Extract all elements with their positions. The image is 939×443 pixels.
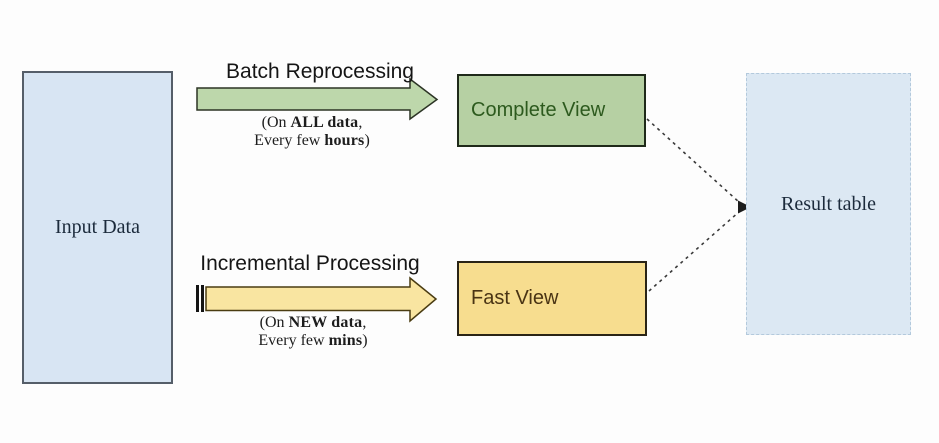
incremental-arrow-start-bar [201,285,204,312]
incremental-flow-note: (On NEW data, Every few mins) [203,314,423,350]
batch-arrow [196,77,439,121]
batch-flow-note: (On ALL data, Every few hours) [200,114,424,150]
fast-to-result-connector [648,210,741,292]
batch-note-line2: Every few hours) [254,132,370,149]
incremental-flow-title: Incremental Processing [200,252,420,275]
incremental-note-line1: (On NEW data, [259,314,367,331]
result-table-box: Result table [746,73,911,335]
batch-note-line1: (On ALL data, [261,114,363,131]
incremental-arrow-start-bar [196,285,199,312]
complete-to-result-connector [646,118,741,204]
incremental-note-line2: Every few mins) [258,332,368,349]
fast-view-box: Fast View [457,261,647,336]
complete-view-box: Complete View [457,74,646,147]
fast-view-label: Fast View [471,287,559,309]
result-table-label: Result table [781,192,876,215]
batch-flow-title: Batch Reprocessing [226,60,414,83]
input-data-box: Input Data [22,71,173,384]
input-data-label: Input Data [55,216,140,238]
complete-view-label: Complete View [471,99,606,121]
